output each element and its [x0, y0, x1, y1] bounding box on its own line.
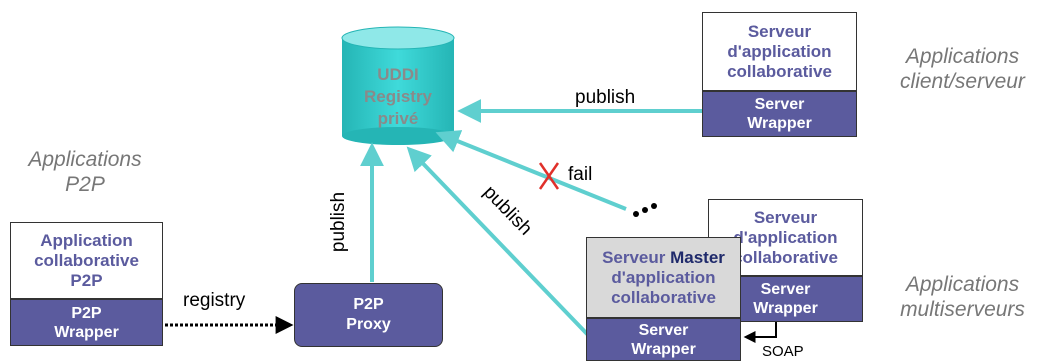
p2p-proxy-box: P2P Proxy: [294, 283, 443, 347]
master-server-title-rest: d'application collaborative: [611, 267, 716, 307]
edge-label-publish-client: publish: [575, 87, 636, 108]
fail-arrow: [435, 130, 627, 211]
publish-master-arrow: [406, 146, 592, 339]
caption-p2p: Applications P2P: [28, 148, 142, 196]
master-server-wrapper-box: Server Wrapper: [586, 318, 741, 361]
master-server-highlight: Master: [670, 247, 725, 267]
edge-label-publish-proxy: publish: [328, 191, 350, 253]
master-server-title-line: Serveur Master: [602, 248, 725, 268]
p2p-wrapper-box: P2P Wrapper: [10, 299, 163, 346]
uddi-registry-cylinder: [341, 26, 455, 145]
caption-client-server: Applications client/serveur: [900, 45, 1025, 93]
master-server-app-box: Serveur Master d'application collaborati…: [586, 237, 741, 318]
master-server-prefix: Serveur: [602, 247, 671, 267]
fail-cross-icon: [538, 162, 560, 190]
p2p-app-box: Application collaborative P2P: [10, 222, 163, 299]
uddi-registry-label: UDDI Registry privé: [363, 65, 433, 128]
more-servers-ellipsis-icon: [633, 203, 657, 217]
edge-label-registry: registry: [183, 290, 246, 311]
edge-label-fail: fail: [568, 164, 593, 185]
caption-multiserver: Applications multiserveurs: [900, 273, 1025, 321]
edge-label-soap: SOAP: [762, 343, 804, 360]
client-server-wrapper-box: Server Wrapper: [702, 91, 857, 137]
soap-arrow: [743, 320, 777, 343]
client-server-app-box: Serveur d'application collaborative: [702, 12, 857, 91]
